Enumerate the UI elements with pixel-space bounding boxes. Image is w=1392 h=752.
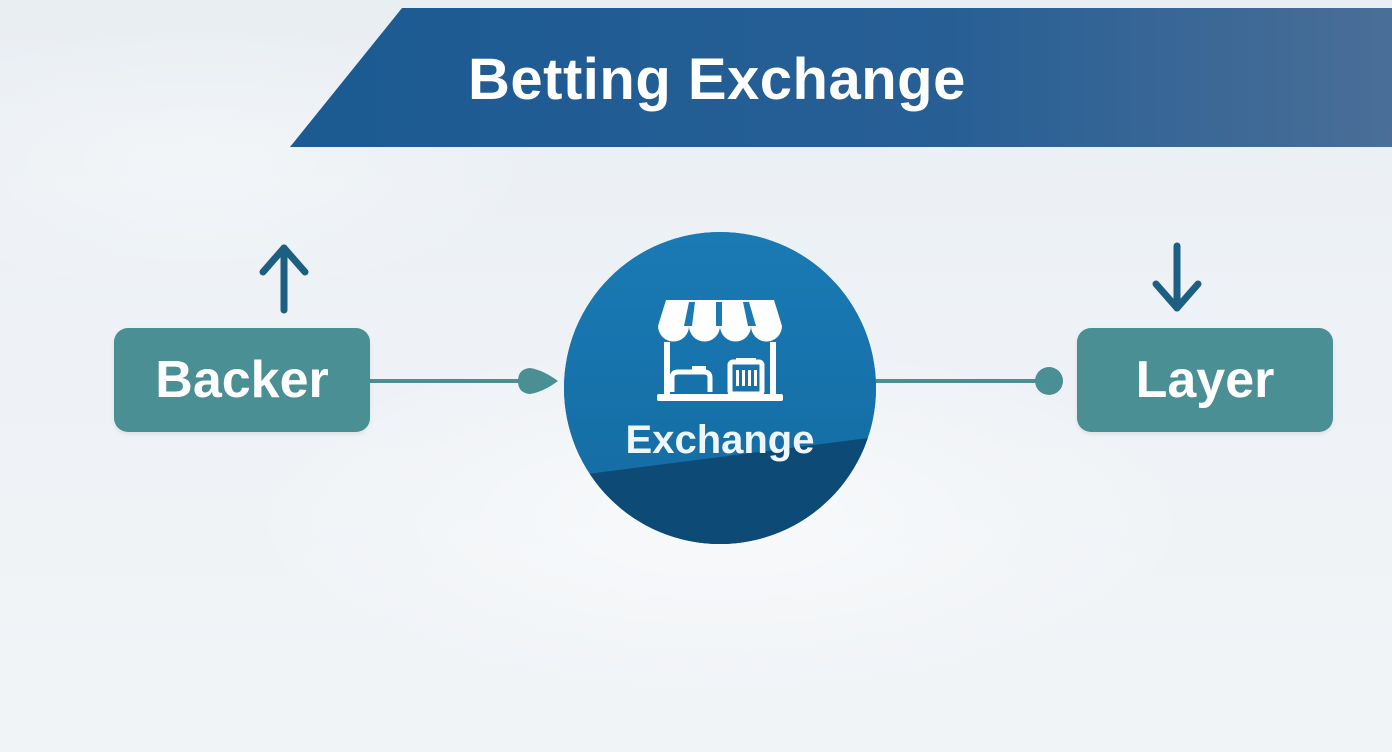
connector-endpoint-right	[1035, 367, 1063, 395]
arrow-down-icon	[1152, 242, 1202, 312]
storefront-icon	[657, 300, 783, 401]
layer-node: Layer	[1077, 328, 1333, 432]
layer-label: Layer	[1135, 351, 1275, 409]
hub-graphic	[564, 232, 876, 544]
page-title: Betting Exchange	[468, 47, 966, 112]
exchange-label: Exchange	[625, 418, 815, 462]
arrow-up-icon	[259, 244, 309, 314]
exchange-hub	[564, 232, 876, 544]
hub-shade	[564, 437, 876, 544]
connector-endpoint-left	[518, 368, 558, 394]
backer-label: Backer	[155, 351, 329, 409]
backer-node: Backer	[114, 328, 370, 432]
